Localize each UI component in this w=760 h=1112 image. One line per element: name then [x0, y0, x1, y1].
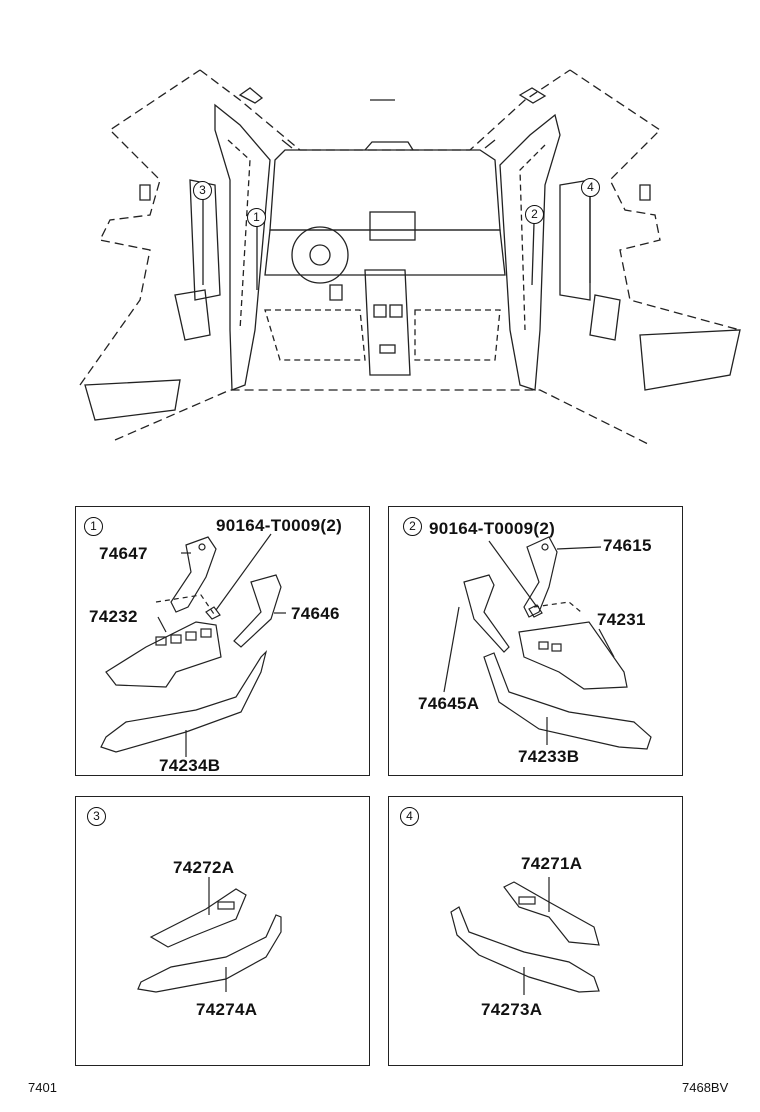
part-number-74646: 74646: [291, 604, 340, 623]
part-number-74615: 74615: [603, 536, 652, 555]
part-number-74231: 74231: [597, 610, 646, 629]
panel-3-parts-drawing: [137, 877, 282, 993]
part-number-74271A: 74271A: [521, 854, 583, 873]
vehicle-interior-overview: [79, 69, 741, 446]
panel-1-parts-drawing: [100, 533, 286, 757]
footer-page-code: 7401: [28, 1080, 57, 1095]
panel-3-id-badge: 3: [87, 807, 106, 826]
overview-callout-4: 4: [581, 178, 600, 197]
footer-figure-code: 7468BV: [682, 1080, 729, 1095]
panel-2-parts-drawing: [443, 536, 652, 750]
part-number-90164-T0009-panel1: 90164-T0009(2): [216, 516, 343, 535]
detail-panel-4: 4 74271A 74273A: [388, 796, 683, 1066]
part-number-74232: 74232: [89, 607, 138, 626]
panel-4-id-badge: 4: [400, 807, 419, 826]
part-number-90164-T0009-panel2: 90164-T0009(2): [429, 519, 556, 538]
overview-callout-2: 2: [525, 205, 544, 224]
part-number-74234B: 74234B: [159, 756, 221, 775]
panel-1-id-badge: 1: [84, 517, 103, 536]
part-number-74233B: 74233B: [518, 747, 580, 766]
part-number-74647: 74647: [99, 544, 148, 563]
panel-4-parts-drawing: [450, 877, 600, 995]
detail-panel-1: 1 90164-T0009(2) 74647 74232 74646 74234…: [75, 506, 370, 776]
overview-callout-1: 1: [247, 208, 266, 227]
part-number-74645A: 74645A: [418, 694, 480, 713]
panel-2-id-badge: 2: [403, 517, 422, 536]
detail-panel-3: 3 74272A 74274A: [75, 796, 370, 1066]
part-number-74272A: 74272A: [173, 858, 235, 877]
part-number-74274A: 74274A: [196, 1000, 258, 1019]
detail-panel-2: 2 90164-T0009(2) 74615 74231 74645A 7423…: [388, 506, 683, 776]
part-number-74273A: 74273A: [481, 1000, 543, 1019]
overview-callout-3: 3: [193, 181, 212, 200]
